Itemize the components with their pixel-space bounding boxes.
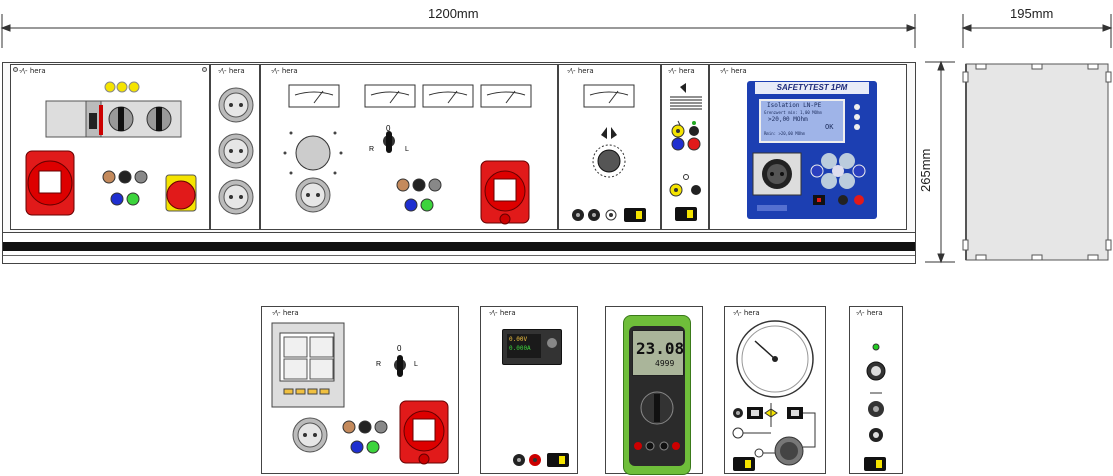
switch-right-label: R (376, 361, 382, 368)
module-dc-supply: -⁄\- hera 0.00V 0.000A (480, 306, 578, 474)
brand-logo: -⁄\- hera (856, 309, 883, 317)
switch-knob[interactable] (382, 133, 396, 151)
brand-logo: -⁄\- hera (567, 67, 594, 75)
module-sockets: -⁄\- hera (210, 64, 260, 230)
voltmeter-knob[interactable] (593, 145, 625, 177)
display-line-4: Rmin: >20,00 MOhm (764, 131, 805, 136)
module-energy-meter: -⁄\- hera 0 R L (261, 306, 459, 474)
brand-logo: -⁄\- hera (271, 67, 298, 75)
safetytest-logo: SAFETYTEST 1PM (755, 82, 869, 94)
module-multimeter: 23.08 4999 (605, 306, 703, 475)
indicator-lamp-yellow (128, 81, 140, 93)
module-safetytest: -⁄\- hera SAFETYTEST 1PM Isolation LN-PE… (709, 64, 907, 230)
height-label: 265mm (918, 148, 933, 192)
brand-logo: -⁄\- hera (720, 67, 747, 75)
dc-supply-display: 0.00V 0.000A (502, 329, 562, 365)
brand-logo: -⁄\- hera (668, 67, 695, 75)
module-indicators: -⁄\- hera (849, 306, 903, 474)
voltmeter-graphics (572, 84, 646, 222)
analog-gauge-graphics (732, 320, 816, 471)
safetytest-display: Isolation LN-PE Grenzwert min: 1,00 MOhm… (759, 99, 845, 143)
module-voltmeter: -⁄\- hera (558, 64, 661, 230)
dc-supply-graphics (513, 453, 569, 467)
module-meters: -⁄\- hera 0 R L (260, 64, 558, 230)
rack-rail (3, 232, 915, 263)
dc-voltage: 0.00V (509, 336, 528, 343)
module-power-supply: -⁄\- hera (10, 64, 210, 230)
safetytest-device: SAFETYTEST 1PM Isolation LN-PE Grenzwert… (747, 81, 877, 219)
multimeter-secondary: 4999 (655, 359, 675, 368)
display-line-3: >20,00 MOhm (768, 116, 808, 123)
width-label: 1200mm (428, 6, 479, 21)
screw (202, 67, 207, 72)
display-line-2: Grenzwert min: 1,00 MOhm (764, 110, 822, 115)
energy-meter-graphics (271, 322, 449, 465)
depth-label: 195mm (1010, 6, 1054, 21)
brand-logo: -⁄\- hera (218, 67, 245, 75)
brand-logo: -⁄\- hera (733, 309, 760, 317)
brand-logo: -⁄\- hera (19, 67, 46, 75)
screw (13, 67, 18, 72)
display-status: OK (825, 123, 834, 131)
socket-graphics (218, 87, 254, 215)
switch-right-label: R (369, 146, 375, 153)
brand-logo: -⁄\- hera (489, 309, 516, 317)
power-supply-graphics (25, 81, 197, 216)
multimeter-display: 23.08 4999 (632, 330, 684, 376)
multimeter-controls (634, 391, 680, 451)
indicator-lamp-yellow (116, 81, 128, 93)
multimeter-body: 23.08 4999 (623, 315, 691, 475)
display-line-1: Isolation LN-PE (767, 102, 822, 109)
connector-graphics (669, 83, 702, 221)
brand-logo: -⁄\- hera (272, 309, 299, 317)
module-connectors: -⁄\- hera (661, 64, 709, 230)
side-view (962, 63, 1112, 261)
multimeter-primary: 23.08 (636, 339, 685, 358)
dc-current: 0.000A (509, 345, 531, 352)
indicator-lamp-yellow (104, 81, 116, 93)
switch-zero-label: 0 (386, 124, 391, 133)
indicator-graphics (864, 343, 886, 471)
safetytest-controls (749, 104, 875, 211)
module-analog-gauge: -⁄\- hera (724, 306, 826, 474)
switch-left-label: L (405, 146, 409, 153)
meter-graphics (283, 84, 532, 225)
switch-left-label: L (414, 361, 418, 368)
switch-zero-label: 0 (397, 344, 402, 353)
